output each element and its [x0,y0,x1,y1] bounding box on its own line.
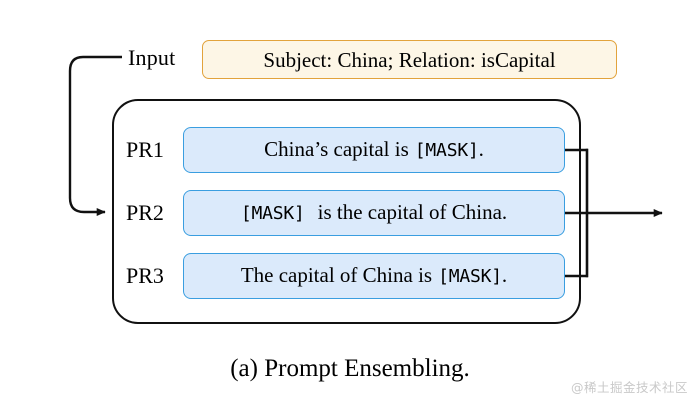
mask-token-pr3: [MASK] [438,266,502,287]
watermark: @稀土掘金技术社区 [570,380,688,395]
prompt-label-pr2: PR2 [126,200,164,225]
figure-caption: (a) Prompt Ensembling. [230,355,470,382]
mask-token-pr2: [MASK] [240,203,305,224]
mask-token-pr1: [MASK] [414,140,479,161]
prompt-pr3-seg-3: . [501,263,508,287]
prompt-row-pr2: PR2 [MASK] is the capital of China. [0,190,700,236]
prompt-text-pr1: China’s capital is [MASK] . [264,136,484,164]
input-label: Input [128,45,176,70]
prompt-pr1-seg-3: . [478,137,484,161]
prompt-row-pr3: PR3 The capital of China is [MASK] . [0,253,700,299]
prompt-row-pr1: PR1 China’s capital is [MASK] . [0,127,700,173]
input-box-text: Subject: China; Relation: isCapital [263,47,556,72]
prompt-label-pr3: PR3 [126,263,164,288]
prompt-pr3-seg-1: The capital of China is [240,263,433,287]
prompt-box-pr2: [MASK] is the capital of China. [183,190,565,236]
prompt-text-pr2: [MASK] is the capital of China. [241,199,507,227]
prompt-box-pr3: The capital of China is [MASK] . [183,253,565,299]
input-box: Subject: China; Relation: isCapital [202,40,617,79]
prompt-box-pr1: China’s capital is [MASK] . [183,127,565,173]
prompt-label-pr1: PR1 [126,137,164,162]
prompt-ensemble-container [112,99,581,324]
prompt-text-pr3: The capital of China is [MASK] . [241,262,507,290]
prompt-pr2-seg-2: is the capital of China. [317,200,508,224]
prompt-pr1-seg-1: China’s capital is [264,137,409,161]
